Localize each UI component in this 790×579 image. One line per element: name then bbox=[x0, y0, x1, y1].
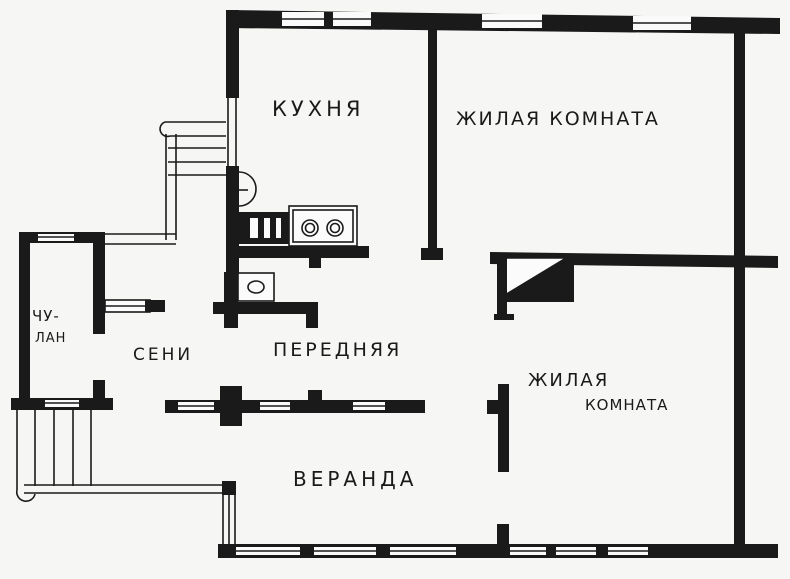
east-exterior-wall bbox=[734, 30, 745, 554]
kitchen-living-partition bbox=[421, 28, 443, 260]
hall-kitchen-partition bbox=[213, 272, 318, 328]
veranda-west-wall bbox=[222, 481, 236, 548]
room-label-kitchen: КУХНЯ bbox=[272, 97, 365, 121]
room-label-living-room-top: ЖИЛАЯ КОМНАТА bbox=[456, 108, 660, 130]
bottom-exterior-wall bbox=[218, 524, 778, 558]
exterior-stairs-bottom bbox=[15, 410, 228, 503]
room-label-living-room-bottom-line2: КОМНАТА bbox=[585, 396, 669, 414]
room-label-pantry-line1: ЧУ- bbox=[32, 307, 60, 325]
kitchen-west-wall bbox=[226, 10, 257, 276]
room-label-hall: ПЕРЕДНЯЯ bbox=[273, 339, 403, 361]
pantry-walls bbox=[11, 232, 165, 410]
room-label-living-room-bottom-line1: ЖИЛАЯ bbox=[528, 370, 610, 391]
living2-west-stub bbox=[487, 384, 509, 472]
living-rooms-partition bbox=[490, 252, 778, 320]
room-label-veranda: ВЕРАНДА bbox=[293, 467, 418, 491]
hall-veranda-wall bbox=[165, 386, 425, 426]
exterior-stairs-top bbox=[100, 121, 226, 245]
kitchen-stove bbox=[239, 205, 369, 268]
room-label-entry-porch: СЕНИ bbox=[133, 345, 194, 365]
top-exterior-wall bbox=[226, 10, 780, 34]
room-label-pantry-line2: ЛАН bbox=[35, 331, 67, 346]
